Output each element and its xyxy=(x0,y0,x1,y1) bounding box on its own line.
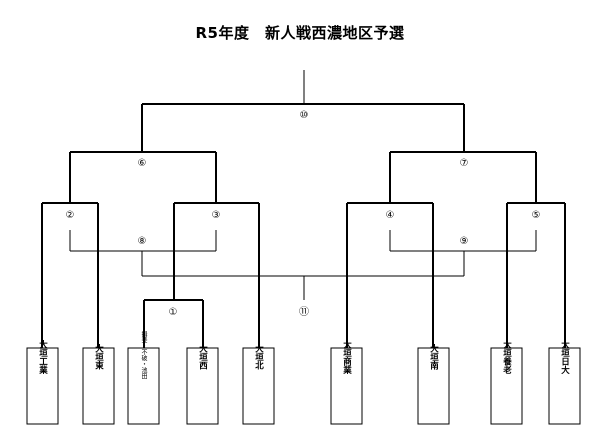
team-box: 大垣工業 xyxy=(26,339,59,425)
svg-text:揖斐・不破・池田: 揖斐・不破・池田 xyxy=(140,330,147,380)
svg-text:②: ② xyxy=(66,210,75,221)
semifinal-7-lines xyxy=(389,151,537,203)
svg-text:大垣東: 大垣東 xyxy=(94,344,104,371)
team-box: 大垣日大 xyxy=(548,339,581,425)
team-box: 大垣商業 xyxy=(330,339,363,425)
team-boxes: 大垣工業 大垣東 揖斐・不破・池田 大垣西 大垣北 大垣商業 大垣南 大垣養老 xyxy=(26,330,581,425)
round1-match-1-lines xyxy=(143,299,204,348)
match-9-label: ⑨ xyxy=(456,233,472,247)
match-7-label: ⑦ xyxy=(456,155,472,169)
svg-text:大垣西: 大垣西 xyxy=(198,344,208,371)
svg-text:④: ④ xyxy=(386,210,395,221)
svg-text:③: ③ xyxy=(212,210,221,221)
match-8-label: ⑧ xyxy=(134,233,150,247)
svg-text:⑧: ⑧ xyxy=(138,236,147,247)
match-1-label: ① xyxy=(165,304,181,318)
match-5-label: ⑤ xyxy=(528,207,544,221)
match-6-label: ⑥ xyxy=(134,155,150,169)
team-box: 大垣南 xyxy=(417,344,450,425)
svg-text:大垣工業: 大垣工業 xyxy=(38,339,49,375)
match-10-label: ⑩ xyxy=(296,107,312,121)
team-box: 揖斐・不破・池田 xyxy=(127,330,160,425)
match-2-label: ② xyxy=(62,207,78,221)
match-3-label: ③ xyxy=(208,207,224,221)
svg-text:⑩: ⑩ xyxy=(300,110,309,121)
svg-text:⑦: ⑦ xyxy=(460,158,469,169)
team-box: 大垣北 xyxy=(242,344,275,425)
svg-text:①: ① xyxy=(169,307,178,318)
match-labels: ⑩ ⑥ ⑦ ② ③ ④ ⑤ ⑧ xyxy=(62,107,544,318)
match-11-label: ⑪ xyxy=(296,304,312,318)
team-box: 大垣東 xyxy=(82,344,115,425)
match-4-label: ④ xyxy=(382,207,398,221)
final-bracket-lines xyxy=(141,70,465,152)
team-box: 大垣養老 xyxy=(490,339,523,425)
svg-text:大垣北: 大垣北 xyxy=(254,344,264,371)
svg-text:大垣南: 大垣南 xyxy=(429,344,439,371)
consolation-bracket-lines xyxy=(69,230,537,300)
svg-text:⑥: ⑥ xyxy=(138,158,147,169)
svg-text:大垣商業: 大垣商業 xyxy=(342,339,353,375)
svg-text:⑨: ⑨ xyxy=(460,236,469,247)
svg-text:大垣日大: 大垣日大 xyxy=(560,339,570,375)
team-box: 大垣西 xyxy=(186,344,219,425)
svg-text:⑤: ⑤ xyxy=(532,210,541,221)
page-title: R5年度 新人戦西濃地区予選 xyxy=(195,24,405,42)
quarterfinal-5-lines xyxy=(506,202,566,348)
quarterfinal-2-lines xyxy=(41,202,99,348)
semifinal-6-lines xyxy=(69,151,217,203)
svg-text:⑪: ⑪ xyxy=(299,306,309,318)
svg-text:大垣養老: 大垣養老 xyxy=(502,339,513,375)
